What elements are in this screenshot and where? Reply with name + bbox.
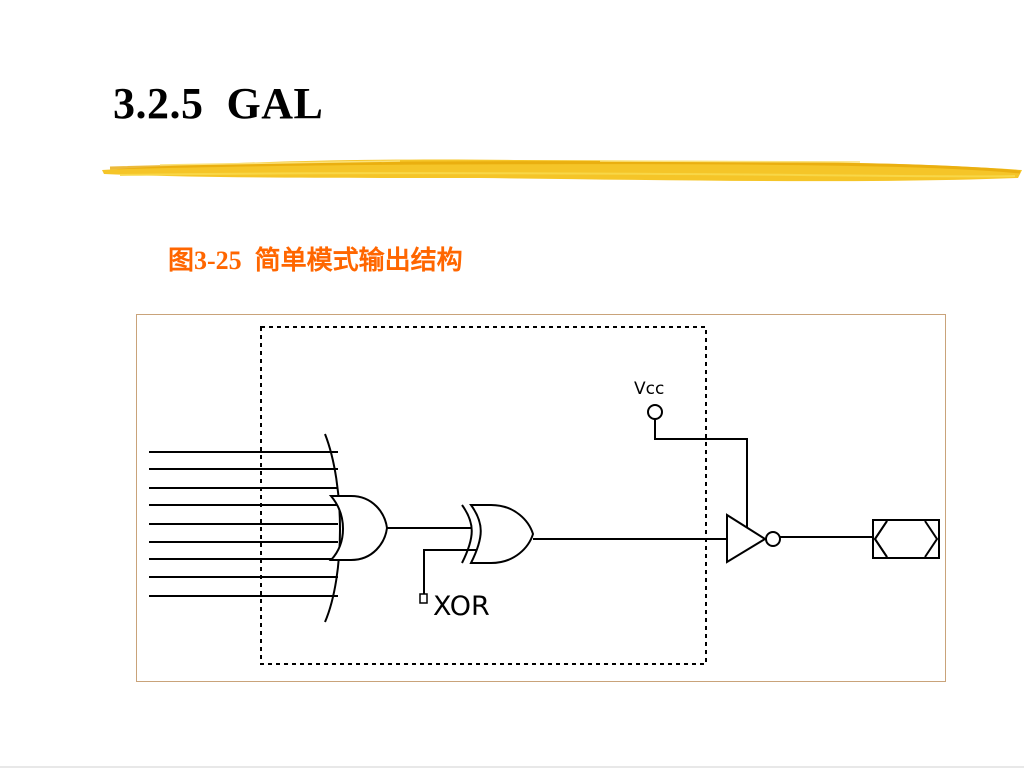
gal-boundary-dashed [260, 326, 707, 665]
xor-gate [469, 504, 535, 564]
figure-caption: 图3-25 简单模式输出结构 [168, 246, 463, 275]
xor-label: XOR [433, 591, 490, 622]
inverter-bubble [765, 531, 781, 547]
xor-gate-back-arc [461, 504, 473, 564]
vcc-terminal [647, 404, 663, 420]
slide-bottom-rule [0, 766, 1024, 768]
or-gate [328, 495, 389, 561]
tristate-inverter-buffer [726, 513, 767, 564]
circuit-figure-frame: XOR Vcc [136, 314, 946, 682]
input-lines [149, 451, 338, 597]
slide-title: 3.2.5 GAL [113, 79, 324, 128]
vcc-enable-wire [654, 419, 748, 532]
title-underline-brush [102, 159, 1022, 182]
input-bus-curve [324, 433, 341, 623]
circuit-diagram: XOR Vcc [149, 326, 940, 665]
xor-control-wire [423, 549, 477, 600]
vcc-label: Vcc [634, 379, 664, 399]
xor-control-pin [419, 593, 428, 604]
